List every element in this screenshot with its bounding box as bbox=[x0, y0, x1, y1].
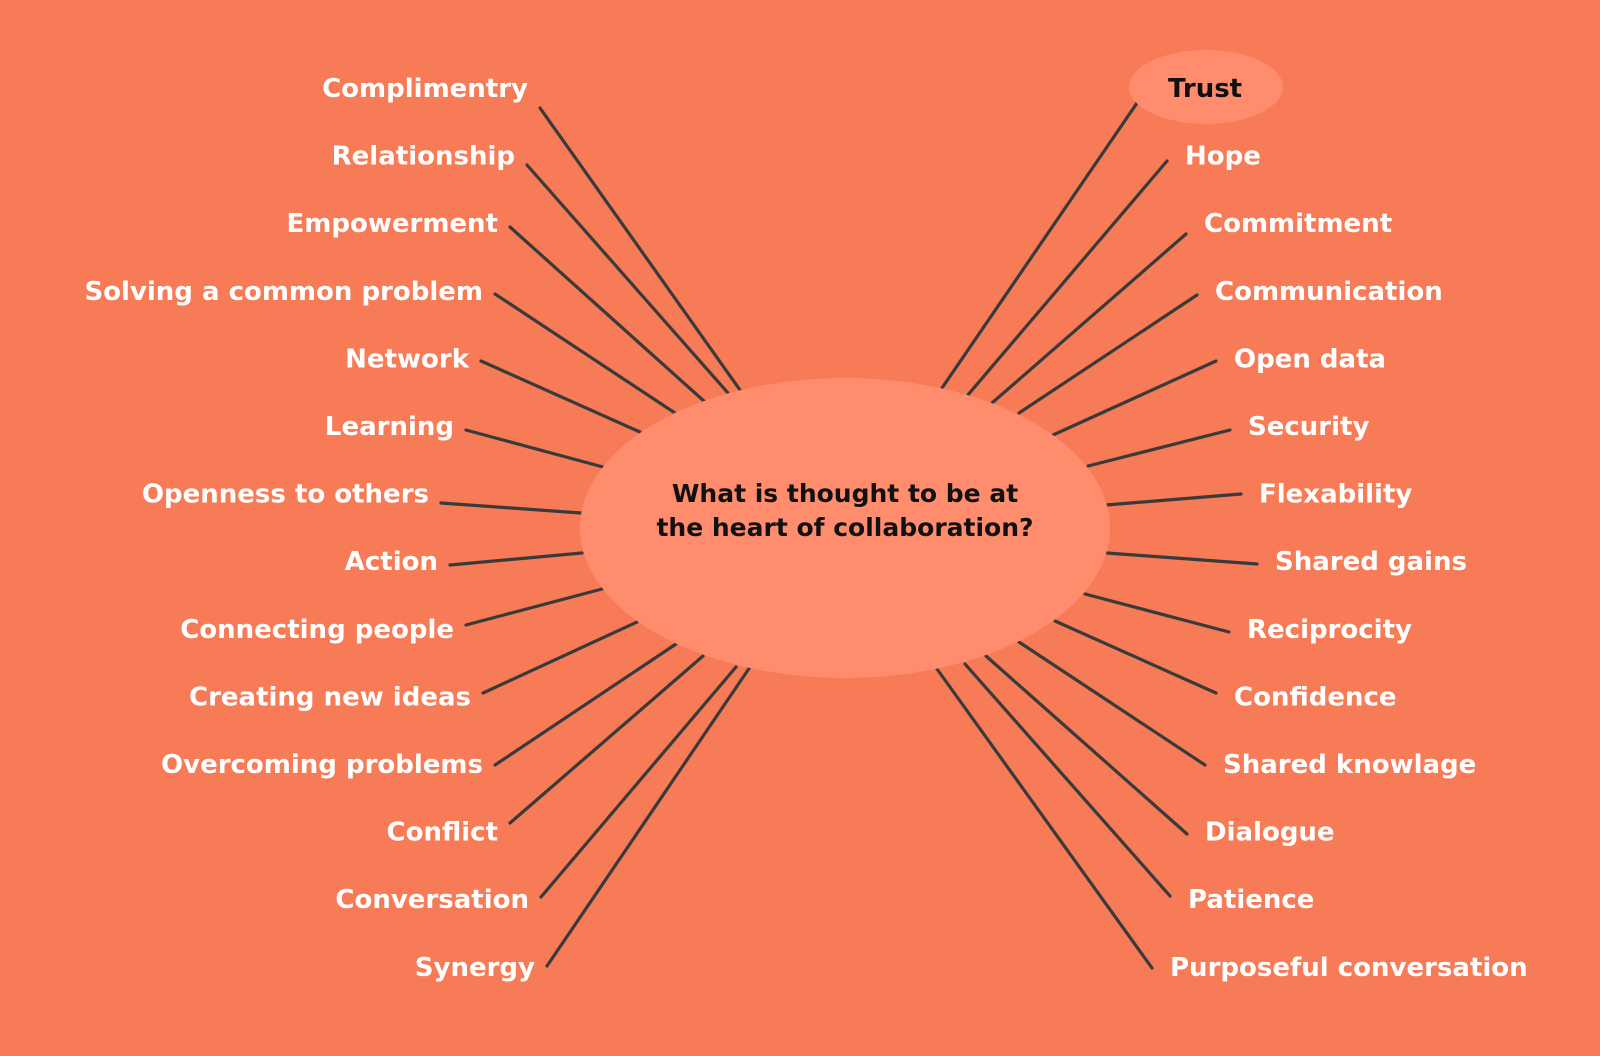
left-term-3: Solving a common problem bbox=[84, 277, 483, 307]
spoke-left-5 bbox=[464, 428, 605, 469]
spoke-right-3 bbox=[1017, 293, 1199, 415]
right-term-3: Communication bbox=[1215, 277, 1443, 307]
right-term-7: Shared gains bbox=[1275, 547, 1467, 577]
right-term-2: Commitment bbox=[1204, 209, 1392, 239]
right-term-13: Purposeful conversation bbox=[1170, 953, 1528, 983]
left-term-12: Conversation bbox=[335, 885, 529, 915]
right-term-10: Shared knowlage bbox=[1223, 750, 1476, 780]
left-term-0: Complimentry bbox=[322, 74, 528, 104]
left-term-1: Relationship bbox=[332, 142, 515, 172]
right-term-6: Flexability bbox=[1259, 480, 1412, 510]
spokes bbox=[439, 82, 1259, 970]
spoke-right-11 bbox=[984, 654, 1189, 836]
spoke-left-6 bbox=[439, 501, 583, 515]
spoke-right-13 bbox=[935, 667, 1154, 970]
central-question-line-1: What is thought to be at bbox=[672, 479, 1018, 508]
spoke-left-3 bbox=[493, 292, 677, 415]
spoke-left-9 bbox=[481, 620, 639, 695]
left-term-6: Openness to others bbox=[142, 480, 429, 510]
right-term-4: Open data bbox=[1234, 344, 1386, 374]
right-term-8: Reciprocity bbox=[1247, 615, 1412, 645]
left-term-7: Action bbox=[345, 547, 438, 577]
spoke-right-6 bbox=[1104, 492, 1243, 507]
spoke-left-0 bbox=[538, 106, 742, 392]
spoke-left-4 bbox=[479, 359, 642, 434]
right-term-1: Hope bbox=[1185, 142, 1261, 172]
spoke-right-12 bbox=[963, 662, 1172, 898]
central-hub bbox=[580, 378, 1110, 678]
left-term-9: Creating new ideas bbox=[189, 682, 471, 712]
spoke-right-8 bbox=[1083, 592, 1231, 634]
spoke-left-12 bbox=[539, 665, 738, 899]
spoke-left-11 bbox=[508, 654, 705, 825]
trust-highlight-ellipse bbox=[1129, 50, 1283, 124]
right-term-0: Trust bbox=[1168, 74, 1242, 104]
term-labels: ComplimentryRelationshipEmpowermentSolvi… bbox=[84, 74, 1527, 983]
left-term-2: Empowerment bbox=[287, 209, 498, 239]
left-term-13: Synergy bbox=[415, 953, 535, 983]
spoke-left-8 bbox=[464, 587, 604, 627]
left-term-11: Conflict bbox=[387, 818, 498, 848]
spoke-right-2 bbox=[990, 232, 1188, 405]
central-question-line-2: the heart of collaboration? bbox=[656, 513, 1033, 542]
spoke-right-1 bbox=[965, 159, 1169, 398]
spoke-right-5 bbox=[1086, 428, 1232, 468]
left-term-4: Network bbox=[345, 344, 470, 374]
spoke-right-10 bbox=[1017, 640, 1207, 767]
left-term-8: Connecting people bbox=[180, 615, 454, 645]
left-term-5: Learning bbox=[325, 412, 454, 442]
spoke-left-2 bbox=[508, 225, 707, 404]
spoke-right-7 bbox=[1105, 551, 1259, 566]
left-term-10: Overcoming problems bbox=[161, 750, 483, 780]
right-term-12: Patience bbox=[1188, 885, 1314, 915]
spoke-left-10 bbox=[493, 642, 678, 767]
spoke-right-0 bbox=[940, 82, 1152, 390]
right-term-9: Confidence bbox=[1234, 682, 1397, 712]
right-term-5: Security bbox=[1248, 412, 1369, 442]
spoke-left-13 bbox=[545, 665, 752, 968]
right-term-11: Dialogue bbox=[1205, 818, 1335, 848]
spoke-right-4 bbox=[1051, 359, 1218, 437]
spoke-left-7 bbox=[448, 551, 584, 567]
spoke-left-1 bbox=[525, 163, 730, 395]
spoke-right-9 bbox=[1053, 619, 1218, 695]
